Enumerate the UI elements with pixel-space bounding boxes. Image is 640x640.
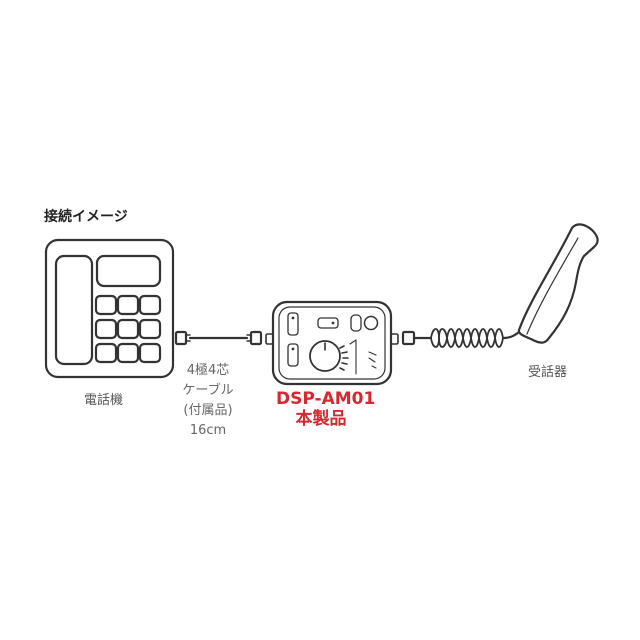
coiled-cord-icon (401, 328, 521, 348)
amplifier-device-icon (265, 300, 399, 386)
product-name: 本製品 (295, 409, 347, 429)
cable-note: (付属品) (183, 403, 233, 418)
handset-icon (517, 223, 599, 344)
cable-type: ケーブル (182, 383, 234, 398)
cable-label: 4極4芯 ケーブル (付属品) 16cm (168, 361, 248, 441)
telephone-icon (44, 238, 175, 379)
product-model: DSP-AM01 (276, 389, 376, 409)
product-label: DSP-AM01 本製品 (276, 389, 376, 429)
cable-length: 16cm (189, 423, 227, 438)
telephone-label: 電話機 (84, 393, 124, 408)
cable-spec: 4極4芯 (186, 363, 230, 378)
cable-icon (174, 330, 263, 346)
diagram-title: 接続イメージ (44, 209, 128, 225)
handset-label: 受話器 (528, 365, 568, 380)
